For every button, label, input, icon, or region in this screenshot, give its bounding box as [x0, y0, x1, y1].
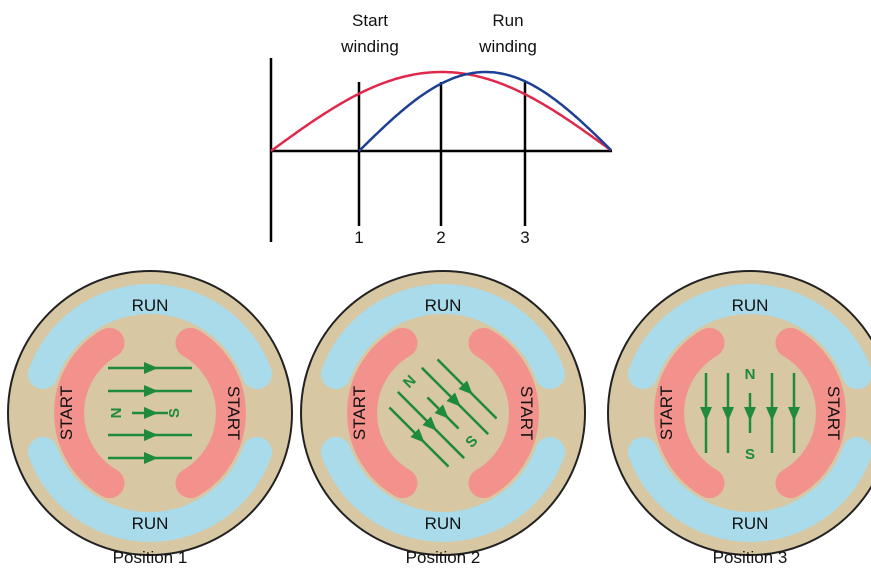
stator-position-3: RUN RUN START START N S Position 3 — [607, 270, 871, 567]
start-pole-left — [54, 327, 125, 499]
stator-position-1: RUN RUN START START N S Position 1 — [7, 270, 293, 567]
run-pole-bottom — [27, 437, 273, 542]
start-label-right: START — [224, 386, 243, 440]
run-label-line1: Run — [492, 11, 523, 30]
north-pole-label: N — [108, 408, 125, 419]
run-pole-bottom — [627, 437, 871, 542]
position-caption: Position 1 — [113, 548, 188, 567]
start-label-left: START — [350, 386, 369, 440]
start-pole-right — [468, 327, 539, 499]
field-arrowhead — [144, 385, 158, 397]
start-label-right: START — [824, 386, 843, 440]
field-arrowhead — [722, 407, 734, 421]
run-label-top: RUN — [132, 296, 169, 315]
field-arrowhead — [144, 452, 158, 464]
field-lines — [108, 362, 192, 464]
field-arrowhead — [144, 429, 158, 441]
field-arrowhead — [744, 407, 756, 421]
field-arrowhead — [446, 392, 461, 407]
start-pole-right — [175, 327, 246, 499]
run-pole-top — [627, 284, 871, 389]
tick-2: 2 — [436, 228, 445, 247]
run-label-top: RUN — [425, 296, 462, 315]
field-arrowhead — [766, 407, 778, 421]
position-caption: Position 2 — [406, 548, 481, 567]
stator-diagrams: RUN RUN START START N S Position 1 RUN RUN START S… — [7, 270, 871, 567]
field-arrowhead — [788, 407, 800, 421]
waveform-plot: Start winding Run winding 1 2 3 — [269, 11, 612, 247]
run-pole-bottom — [320, 437, 566, 542]
run-label-bottom: RUN — [425, 514, 462, 533]
field-arrowhead — [144, 362, 158, 374]
field-lines — [700, 373, 800, 453]
field-arrowhead — [700, 407, 712, 421]
south-pole-label: S — [166, 408, 183, 418]
run-winding-curve — [358, 70, 612, 152]
run-label-top: RUN — [732, 296, 769, 315]
field-arrowhead — [422, 416, 437, 431]
field-arrowhead — [458, 380, 473, 395]
start-label-right: START — [517, 386, 536, 440]
start-pole-left — [347, 327, 418, 499]
start-label-left: START — [57, 386, 76, 440]
field-arrowhead — [144, 407, 158, 419]
field-arrowhead — [410, 428, 425, 443]
run-label-line2: winding — [478, 37, 537, 56]
north-pole-label: N — [745, 366, 756, 383]
tick-3: 3 — [520, 228, 529, 247]
start-label-line2: winding — [340, 37, 399, 56]
field-lines — [388, 358, 498, 468]
start-label-line1: Start — [352, 11, 388, 30]
start-pole-right — [775, 327, 846, 499]
field-arrowhead — [434, 404, 449, 419]
south-pole-label: S — [745, 446, 755, 463]
start-pole-left — [654, 327, 725, 499]
start-label-left: START — [657, 386, 676, 440]
run-label-bottom: RUN — [132, 514, 169, 533]
run-pole-top — [320, 284, 566, 389]
run-label-bottom: RUN — [732, 514, 769, 533]
run-pole-top — [27, 284, 273, 389]
tick-1: 1 — [354, 228, 363, 247]
position-caption: Position 3 — [713, 548, 788, 567]
start-winding-curve — [270, 70, 612, 152]
